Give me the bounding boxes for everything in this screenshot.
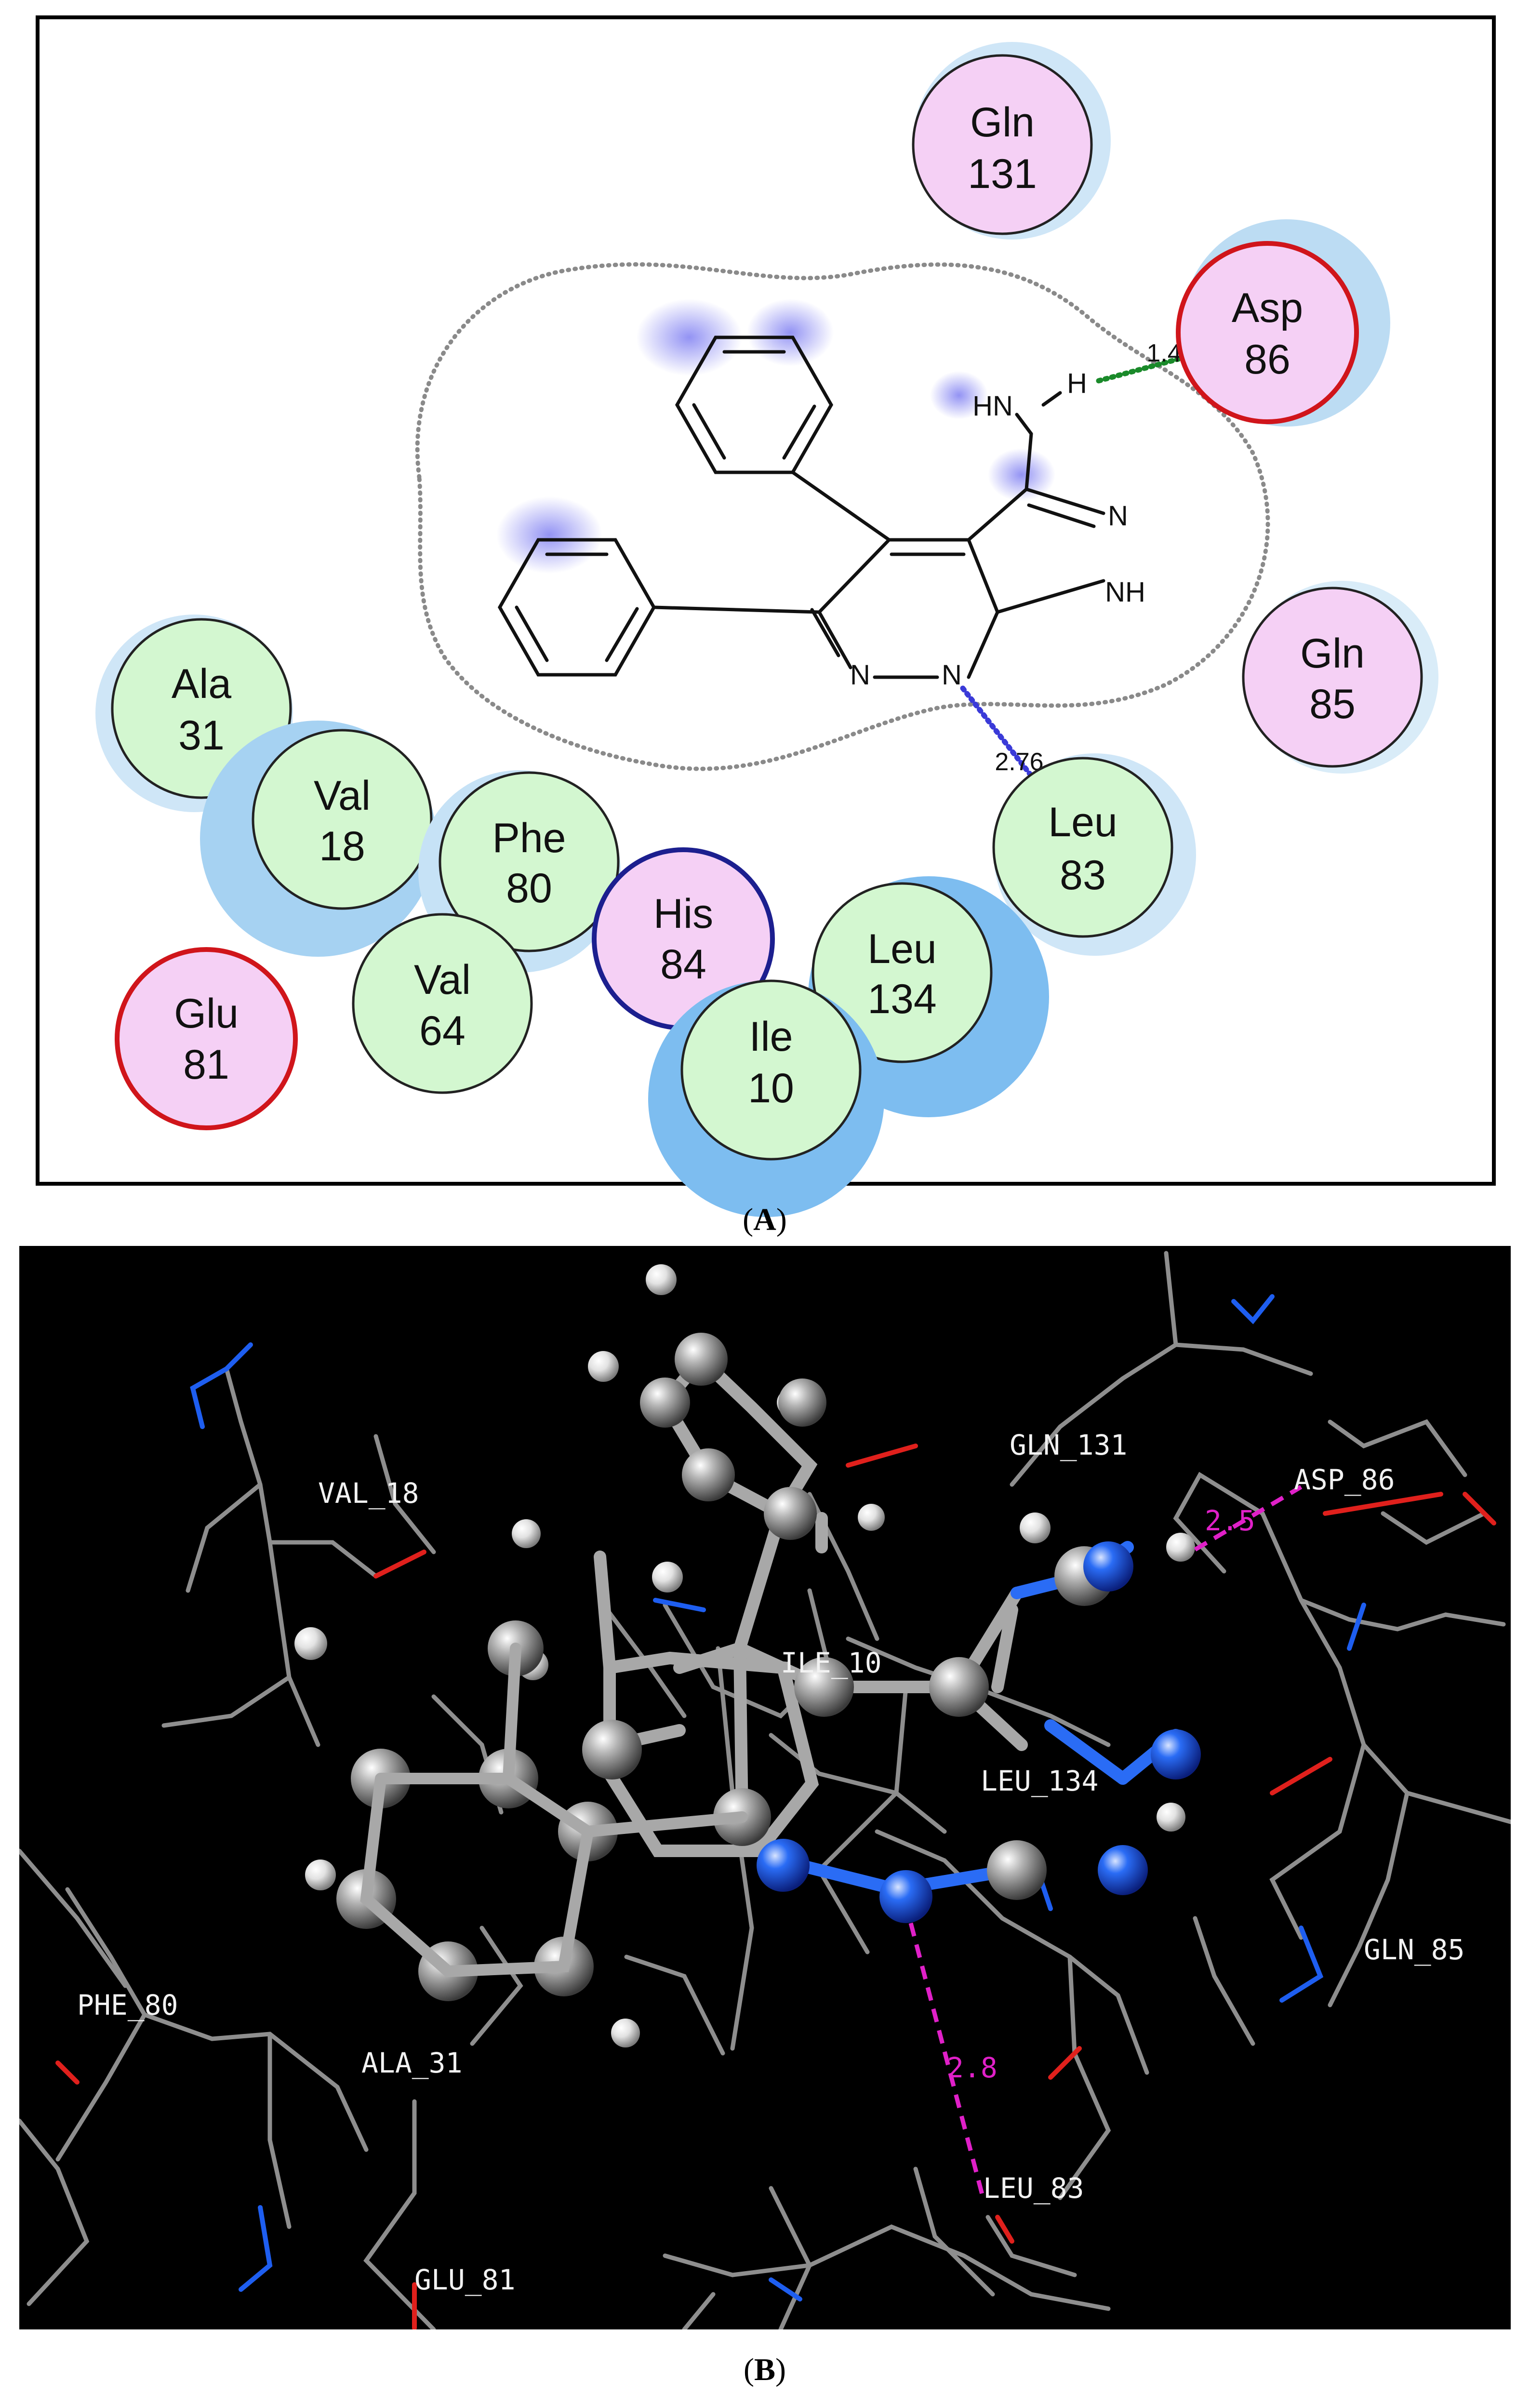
residue-name: Gln [970,99,1035,146]
residue-disc [352,913,533,1094]
residue-layer: Gln 131 Asp 86 Gln 85 Ala 31 Val 18 Phe … [95,42,1438,1217]
residue-name: Val [314,773,371,819]
residue-number: 64 [419,1008,466,1054]
protein-hetero-sticks [55,1294,1496,2329]
residue-number: 84 [660,941,706,988]
ligand-3d-phenyl-bonds [360,1643,748,1978]
label-ile-10: ILE_10 [781,1646,882,1679]
residue-name: Leu [1048,799,1118,845]
residue-disc [992,757,1173,938]
residue-asp86: Asp 86 [1176,219,1390,427]
solvent-glow [496,496,602,574]
residue-disc [439,771,620,952]
ligand-atom-label: N [942,659,962,691]
label-phe-80: PHE_80 [77,1989,178,2021]
panel-b: 2.5 2.8 GLN_131 ASP_86 VAL_18 ILE_10 LEU… [19,1246,1511,2329]
residue-name: Phe [492,815,566,861]
residue-name: Asp [1232,285,1303,331]
residue-number: 131 [968,151,1037,197]
residue-number: 81 [183,1042,229,1088]
residue-disc [115,947,298,1130]
residue-number: 31 [178,712,225,759]
panel-a-caption: (A) [743,1202,787,1237]
label-gln-85: GLN_85 [1364,1933,1465,1966]
residue-number: 80 [506,865,552,911]
residue-val64: Val 64 [352,913,533,1094]
solvent-glow [930,371,988,419]
residue-leu83: Leu 83 [992,753,1196,956]
residue-disc [812,882,993,1063]
panel-b-background [19,1246,1511,2329]
ligand-structure [497,335,1105,679]
label-leu-134: LEU_134 [981,1765,1098,1797]
residue-number: 18 [319,823,365,870]
solvent-glow [988,448,1055,501]
label-glu-81: GLU_81 [414,2263,516,2296]
residue-disc [1242,587,1423,768]
protein-wireframe [19,1251,1511,2329]
ligand-3d [294,1264,1201,2047]
residue-number: 86 [1244,336,1291,383]
residue-number: 10 [748,1065,794,1111]
ligand-contact-outline [415,262,1270,771]
label-ala-31: ALA_31 [361,2047,463,2079]
ligand-atom-label: NH [1105,576,1145,608]
residue-his84: His 84 [592,847,775,1030]
label-val-18: VAL_18 [318,1477,419,1510]
residue-number: 83 [1060,852,1106,898]
hbond-leu83-line [960,685,1044,791]
ligand-atom-label: HN [972,390,1013,422]
solvent-glow [636,299,742,376]
label-gln-131: GLN_131 [1010,1429,1127,1461]
hbond-3d-leu83-line [908,1922,985,2199]
ligand-atom-label: N [850,659,870,691]
residue-disc [252,729,433,910]
residue-name: Gln [1300,630,1365,677]
solvent-glow [747,299,834,366]
residue-name: Val [414,957,471,1003]
residue-number: 134 [867,976,937,1022]
residue-disc [1176,241,1359,424]
hbond-asp86-line [1096,356,1181,384]
hbond-3d-asp86-distance: 2.5 [1205,1504,1255,1537]
panel-b-caption: (B) [744,2352,786,2387]
residue-name: His [653,891,713,937]
residue-disc [912,54,1093,235]
residue-name: Glu [174,990,239,1037]
residue-disc [680,979,862,1161]
ligand-atom-label: N [1108,500,1128,532]
panel-a: HN H N NH N N 1.48 2.76 Gln 131 Asp 86 G… [36,15,1496,1217]
label-leu-83: LEU_83 [983,2172,1084,2205]
hbond-3d-leu83-distance: 2.8 [947,2051,998,2084]
residue-name: Leu [867,926,937,972]
residue-ile10: Ile 10 [648,979,884,1217]
residue-name: Ala [172,661,231,707]
residue-val18: Val 18 [200,721,436,957]
label-asp-86: ASP_86 [1294,1463,1395,1496]
residue-gln85: Gln 85 [1242,581,1438,774]
ligand-3d-nitrogens [757,1541,1201,1923]
ligand-3d-hydrogens [294,1264,1195,2047]
residue-glu81: Glu 81 [115,947,298,1130]
residue-number: 85 [1309,681,1356,727]
residue-gln131: Gln 131 [912,42,1111,240]
ligand-atom-label: H [1067,368,1087,399]
residue-name: Ile [749,1014,793,1060]
